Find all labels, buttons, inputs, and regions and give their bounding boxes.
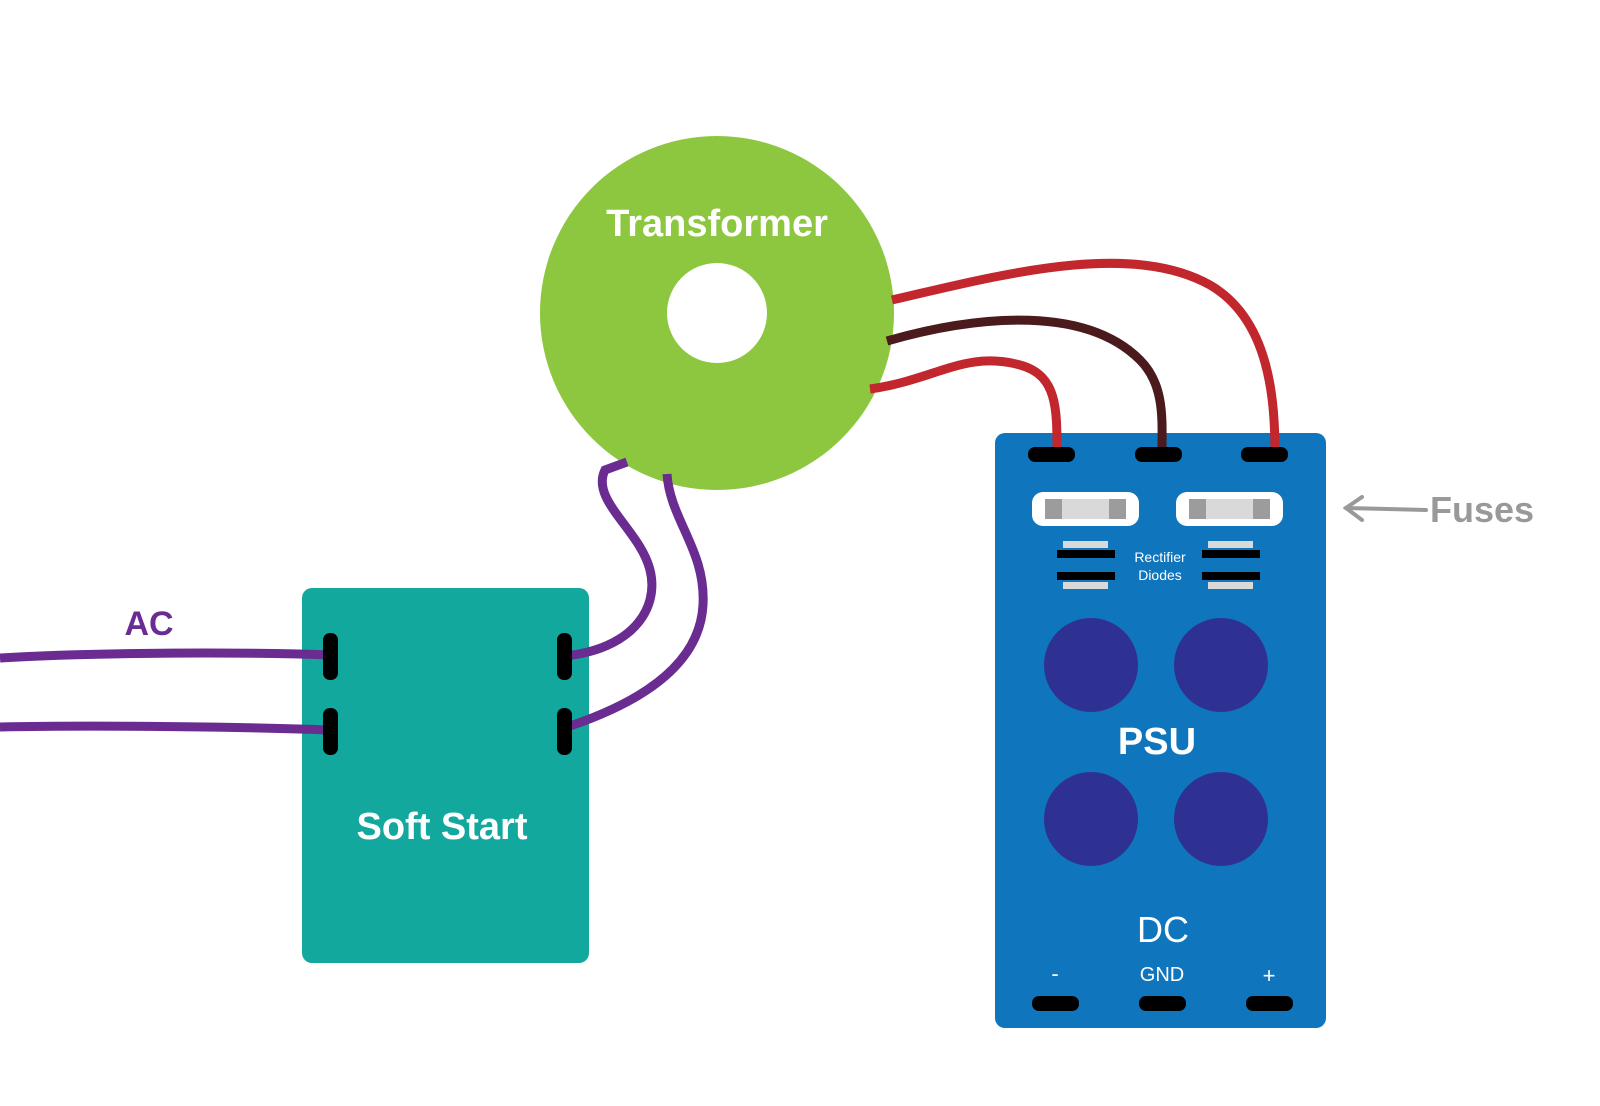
capacitor-bottom-left	[1044, 772, 1138, 866]
psu-input-terminal-3	[1241, 447, 1288, 462]
soft-start-label: Soft Start	[357, 806, 528, 848]
secondary-wire-left	[869, 356, 1062, 456]
transformer-label: Transformer	[606, 203, 828, 245]
capacitor-bottom-right	[1174, 772, 1268, 866]
fuses-arrow	[1342, 495, 1428, 522]
rectifier-label-line2: Diodes	[1138, 567, 1182, 583]
fuses-label: Fuses	[1430, 489, 1534, 530]
soft-start-terminal-out-1	[557, 633, 572, 680]
psu-input-terminal-2	[1135, 447, 1182, 462]
rectifier-label-line1: Rectifier	[1134, 549, 1186, 565]
capacitor-top-right	[1174, 618, 1268, 712]
soft-start-terminal-in-2	[323, 708, 338, 755]
secondary-wire-center	[885, 315, 1167, 453]
soft-start-terminal-out-2	[557, 708, 572, 755]
dc-label: DC	[1137, 909, 1189, 950]
dc-plus-label: +	[1263, 963, 1276, 988]
fuse-2	[1176, 492, 1283, 526]
soft-start-box	[302, 588, 589, 963]
ac-wire-1	[0, 648, 331, 663]
dc-gnd-label: GND	[1140, 964, 1184, 986]
psu-board	[995, 433, 1326, 1028]
ac-label: AC	[124, 605, 173, 643]
secondary-wire-right	[890, 258, 1280, 456]
transformer-hole	[667, 263, 767, 363]
fuse-1	[1032, 492, 1139, 526]
capacitor-top-left	[1044, 618, 1138, 712]
psu-input-terminal-1	[1028, 447, 1075, 462]
psu-label: PSU	[1118, 721, 1196, 763]
rectifier-diode-left	[1057, 541, 1115, 589]
primary-wire-1	[563, 457, 657, 661]
dc-minus-label: -	[1051, 961, 1058, 986]
rectifier-diode-right	[1202, 541, 1260, 589]
dc-terminal-minus	[1032, 996, 1079, 1011]
dc-terminal-plus	[1246, 996, 1293, 1011]
ac-wire-2	[0, 721, 331, 735]
dc-terminal-gnd	[1139, 996, 1186, 1011]
soft-start-terminal-in-1	[323, 633, 338, 680]
primary-wire-2	[562, 473, 708, 733]
